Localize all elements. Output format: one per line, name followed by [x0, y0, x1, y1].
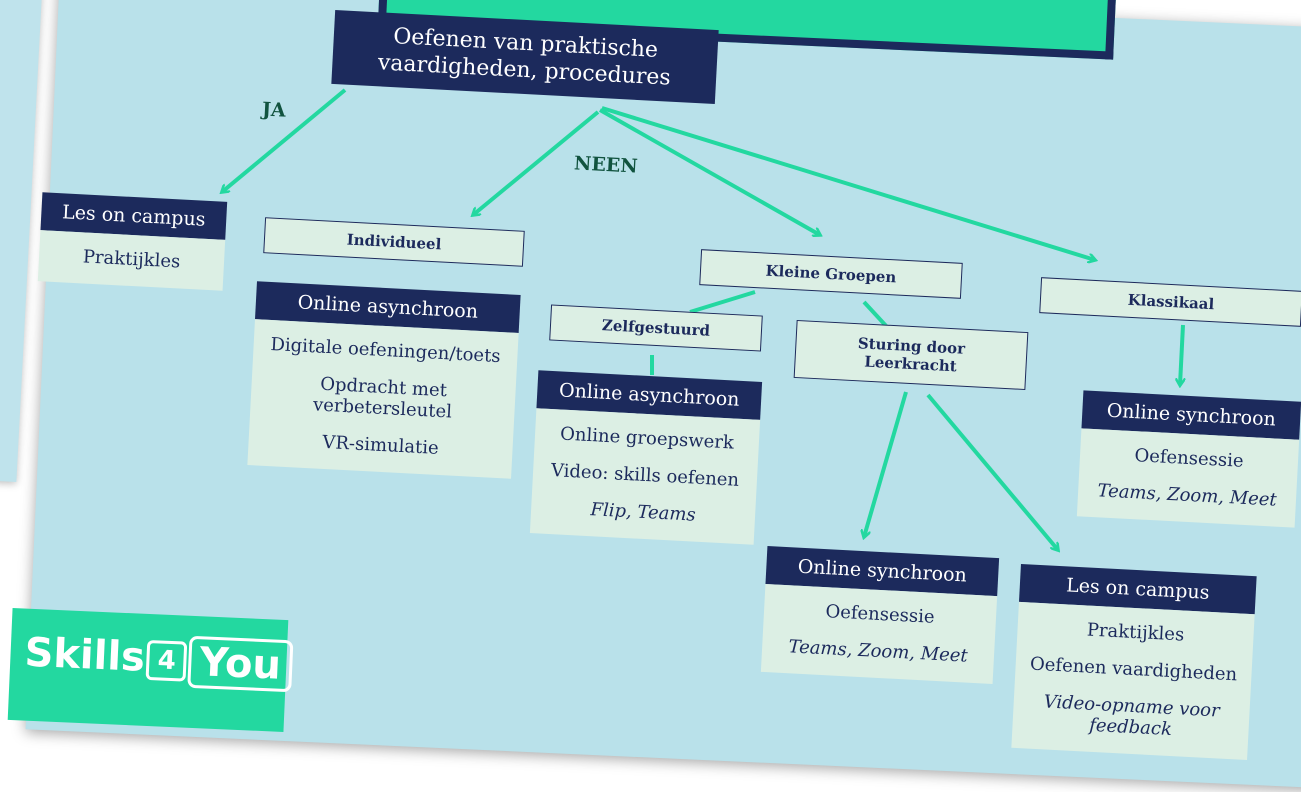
async-box-1: Online asynchroon Digitale oefeningen/to… — [247, 281, 521, 479]
async1-item-0: Digitale oefeningen/toets — [269, 334, 502, 368]
sync-box-klassikaal: Online synchroon Oefensessie Teams, Zoom… — [1076, 390, 1301, 528]
sync-box-leerkracht: Online synchroon Oefensessie Teams, Zoom… — [760, 546, 1000, 684]
no-label: NEEN — [573, 152, 639, 178]
campus-box-2: Les on campus Praktijkles Oefenen vaardi… — [1011, 563, 1257, 761]
sync-klas-item-0: Oefensessie — [1134, 445, 1245, 472]
campus2-item-0: Praktijkles — [1086, 619, 1185, 646]
yes-label: JA — [261, 98, 287, 122]
campus-item-1: Praktijkles — [82, 246, 181, 273]
line-to-zelfgestuurd — [689, 290, 756, 314]
campus2-tools: Video-opname voor feedback — [1043, 691, 1221, 741]
sturing-box: Sturing door Leerkracht — [793, 319, 1029, 391]
sync-klas-tools: Teams, Zoom, Meet — [1096, 480, 1278, 511]
async1-item-2: VR-simulatie — [321, 431, 440, 459]
async2-tools: Flip, Teams — [590, 499, 697, 526]
async-box-2: Online asynchroon Online groepswerk Vide… — [529, 370, 763, 545]
sync-lk-item-0: Oefensessie — [825, 601, 936, 628]
arrow-to-campus — [222, 88, 347, 192]
logo-part-you: You — [187, 635, 294, 693]
async2-item-1: Video: skills oefenen — [550, 460, 740, 491]
logo-part-skills: Skills — [23, 629, 146, 681]
arrow-to-kleine-groepen — [599, 108, 820, 235]
arrow-to-klassikaal — [601, 106, 1095, 260]
arrow-to-sync-klas — [1180, 324, 1183, 385]
sturing-label: Sturing door Leerkracht — [793, 319, 1029, 391]
logo-part-4: 4 — [145, 639, 188, 682]
arrow-to-sync-lk — [864, 391, 908, 537]
sync-lk-tools: Teams, Zoom, Meet — [787, 636, 969, 667]
arrow-to-individueel — [473, 110, 600, 215]
arrow-to-campus2 — [926, 393, 1058, 550]
campus2-item-1: Oefenen vaardigheden — [1029, 653, 1238, 686]
async2-item-0: Online groepswerk — [559, 423, 735, 454]
campus-box-1: Les on campus Praktijkles — [37, 192, 228, 291]
async1-item-1: Opdracht met verbetersleutel — [312, 373, 453, 423]
